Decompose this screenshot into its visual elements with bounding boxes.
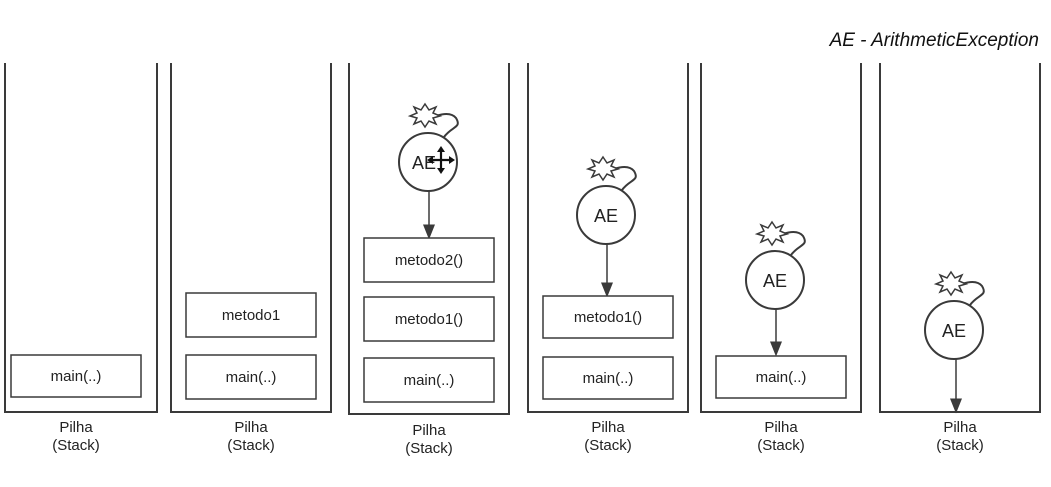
move-cursor-icon [427, 146, 455, 174]
stack-caption-line2: (Stack) [405, 440, 453, 457]
stack-frame: main(..) [185, 354, 317, 400]
stack-caption-line2: (Stack) [52, 437, 100, 454]
stack-frame-label: main(..) [583, 370, 634, 387]
exception-bomb: AE [924, 270, 985, 360]
stack-frame-label: metodo1() [574, 309, 642, 326]
stack-caption: Pilha (Stack) [181, 419, 321, 455]
stack-5: AE main(..) [700, 63, 862, 413]
stack-frame: main(..) [542, 356, 674, 400]
stack-caption-line1: Pilha [764, 419, 798, 436]
stack-caption-line2: (Stack) [757, 437, 805, 454]
spark-icon [585, 155, 621, 182]
stack-frame-label: main(..) [756, 369, 807, 386]
stack-3: AE metodo2() metodo1() main(..) [348, 63, 510, 415]
exception-label: AE [594, 206, 618, 226]
stack-caption-line1: Pilha [943, 419, 977, 436]
stack-frame: metodo1 [185, 292, 317, 338]
stack-caption-line1: Pilha [59, 419, 93, 436]
stack-caption: Pilha (Stack) [6, 419, 146, 455]
stack-frame: main(..) [715, 355, 847, 399]
stack-2: metodo1 main(..) [170, 63, 332, 413]
stack-frame: metodo1() [363, 296, 495, 342]
stack-frame-label: metodo1() [395, 311, 463, 328]
stack-caption-line1: Pilha [234, 419, 268, 436]
stack-4: AE metodo1() main(..) [527, 63, 689, 413]
stack-frame-label: main(..) [51, 368, 102, 385]
stack-caption-line2: (Stack) [584, 437, 632, 454]
stack-frame: main(..) [363, 357, 495, 403]
stack-frame-label: metodo2() [395, 252, 463, 269]
legend-text: AE - ArithmeticException [829, 30, 1039, 51]
exception-bomb: AE [745, 220, 806, 310]
exception-label: AE [763, 271, 787, 291]
stack-caption: Pilha (Stack) [359, 422, 499, 458]
spark-icon [754, 220, 790, 247]
stack-caption-line1: Pilha [591, 419, 625, 436]
stack-caption-line1: Pilha [412, 422, 446, 439]
exception-bomb: AE [398, 102, 459, 192]
exception-label: AE [942, 321, 966, 341]
stack-frame-label: main(..) [404, 372, 455, 389]
stack-frame: metodo1() [542, 295, 674, 339]
stack-caption: Pilha (Stack) [890, 419, 1030, 455]
spark-icon [933, 270, 969, 297]
stack-6: AE [879, 63, 1041, 414]
stack-1: main(..) [4, 63, 158, 413]
stack-caption-line2: (Stack) [227, 437, 275, 454]
stack-frame: main(..) [10, 354, 142, 398]
stack-frame: metodo2() [363, 237, 495, 283]
spark-icon [407, 102, 443, 129]
stack-caption-line2: (Stack) [936, 437, 984, 454]
stack-caption: Pilha (Stack) [538, 419, 678, 455]
stack-caption: Pilha (Stack) [711, 419, 851, 455]
stack-frame-label: metodo1 [222, 307, 280, 324]
stack-frame-label: main(..) [226, 369, 277, 386]
exception-bomb: AE [576, 155, 637, 245]
